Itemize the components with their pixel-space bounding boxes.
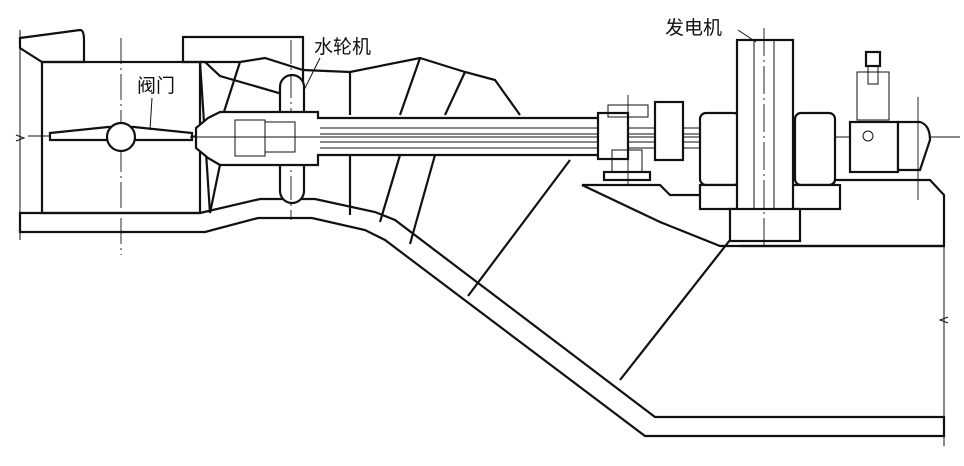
generator-label: 发电机 bbox=[665, 17, 722, 39]
guide-bearing bbox=[596, 95, 685, 185]
turbine-hub-and-shaft bbox=[190, 110, 960, 167]
right-edge bbox=[740, 244, 949, 446]
generator-label-group: 发电机 bbox=[665, 17, 757, 43]
valve-label: 阀门 bbox=[137, 75, 175, 97]
turbine-label-group: 水轮机 bbox=[303, 36, 371, 91]
generator-foundation bbox=[581, 178, 946, 248]
valve-disc bbox=[48, 121, 194, 153]
valve-label-group: 阀门 bbox=[137, 75, 175, 131]
exciter-unit bbox=[848, 50, 932, 200]
generator bbox=[698, 28, 842, 250]
turbine-label: 水轮机 bbox=[314, 36, 371, 58]
draft-tube-floor-liner bbox=[18, 197, 946, 438]
